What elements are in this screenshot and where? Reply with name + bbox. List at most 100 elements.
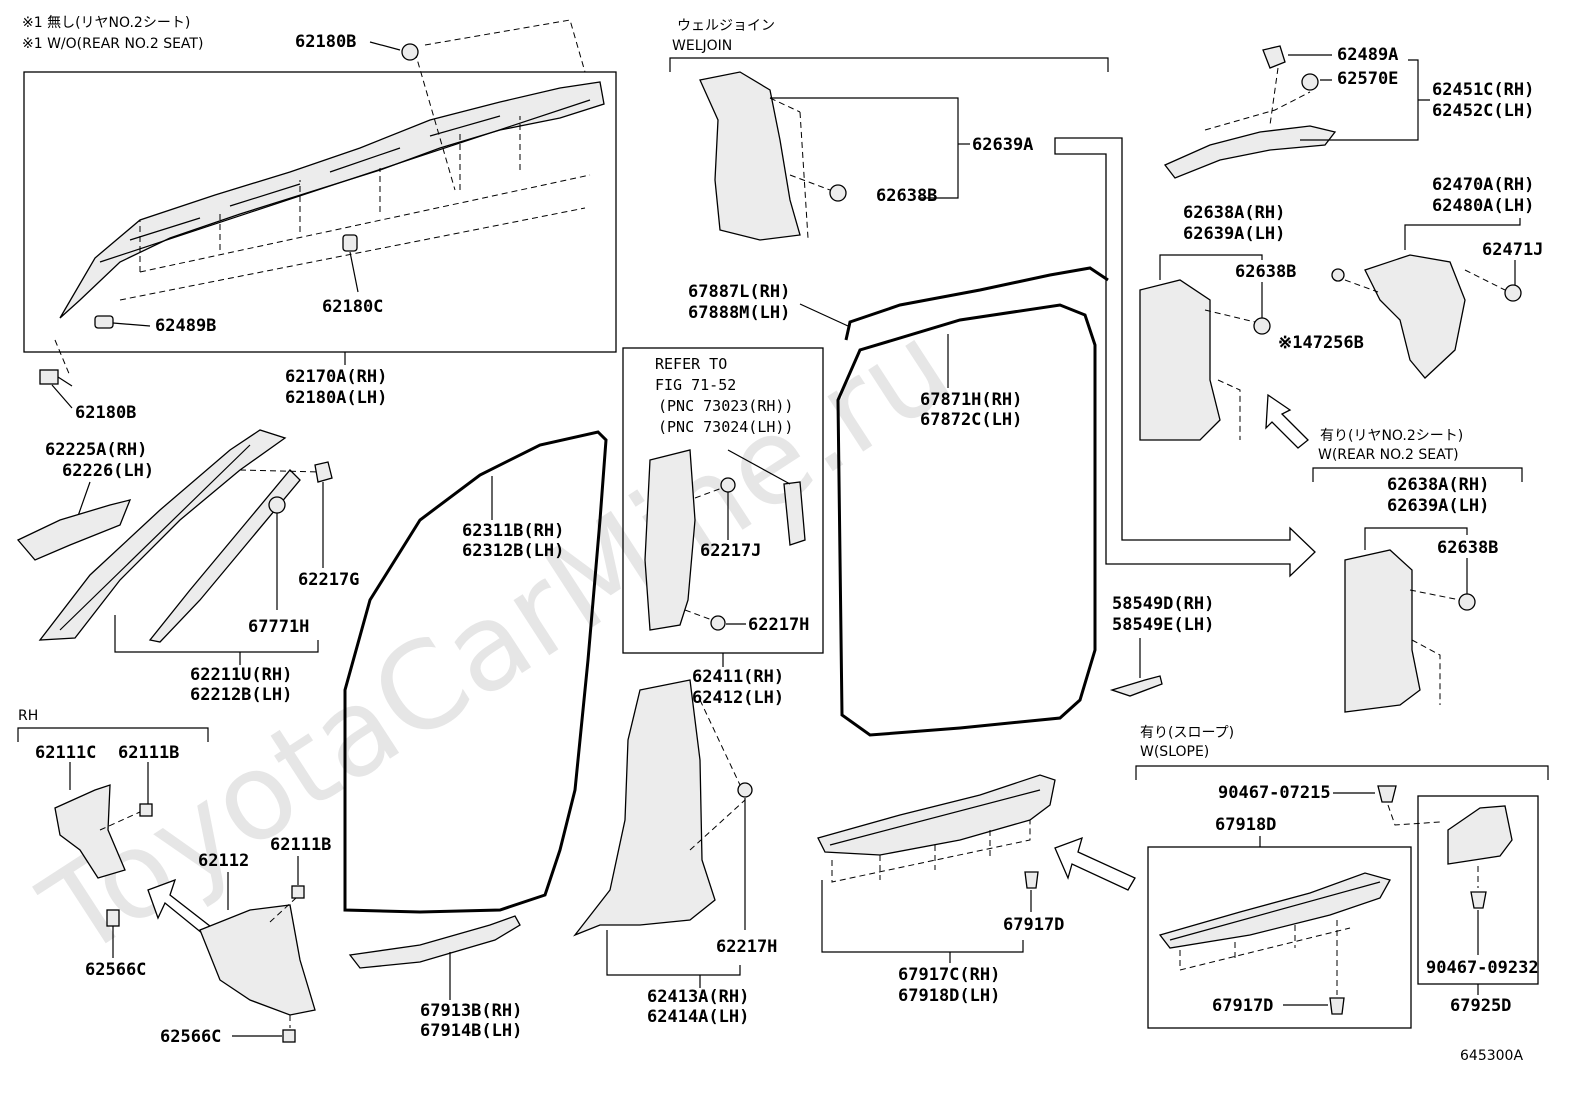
clip-62489B[interactable] (94, 315, 114, 329)
label-62639A-2[interactable]: 62639A(LH) (1387, 496, 1489, 516)
garnish-62451C[interactable] (1163, 125, 1337, 179)
label-62638B-1[interactable]: 62638B (1235, 262, 1296, 282)
label-62470A[interactable]: 62470A(RH) (1432, 175, 1534, 195)
quarter-pillar-garnish-1[interactable] (1139, 279, 1221, 441)
label-67872C[interactable]: 67872C(LH) (920, 410, 1022, 430)
label-62311B[interactable]: 62311B(RH) (462, 521, 564, 541)
label-62638A-1[interactable]: 62638A(RH) (1183, 203, 1285, 223)
cowl-side-trim-62111C[interactable] (54, 784, 126, 879)
label-58549D[interactable]: 58549D(RH) (1112, 594, 1214, 614)
center-pillar-upper-garnish[interactable] (699, 71, 801, 241)
curtain-airbag-part[interactable] (59, 81, 605, 319)
label-62639A-top[interactable]: 62639A (972, 135, 1033, 155)
clip-67771H[interactable] (268, 496, 286, 514)
label-67913B[interactable]: 67913B(RH) (420, 1001, 522, 1021)
label-62180A[interactable]: 62180A(LH) (285, 388, 387, 408)
label-67887L[interactable]: 67887L(RH) (688, 282, 790, 302)
label-67914B[interactable]: 67914B(LH) (420, 1021, 522, 1041)
label-62471J[interactable]: 62471J (1482, 240, 1543, 260)
label-62489A[interactable]: 62489A (1337, 45, 1398, 65)
label-62111B-a[interactable]: 62111B (118, 743, 179, 763)
label-62638B-2[interactable]: 62638B (1437, 538, 1498, 558)
label-62180C[interactable]: 62180C (322, 297, 383, 317)
label-90467-07215[interactable]: 90467-07215 (1218, 783, 1331, 803)
clip-62180C[interactable] (342, 234, 358, 252)
clip-62638B-top[interactable] (829, 184, 847, 202)
label-62452C[interactable]: 62452C(LH) (1432, 101, 1534, 121)
label-62217G[interactable]: 62217G (298, 570, 359, 590)
clip-62566C-a[interactable] (106, 909, 120, 927)
label-62217J[interactable]: 62217J (700, 541, 761, 561)
bracket-58549D[interactable] (1109, 675, 1163, 697)
label-67925D[interactable]: 67925D (1450, 996, 1511, 1016)
label-62112[interactable]: 62112 (198, 851, 249, 871)
label-67871H[interactable]: 67871H(RH) (920, 390, 1022, 410)
clip-90467-07215[interactable] (1377, 785, 1397, 803)
label-62111C[interactable]: 62111C (35, 743, 96, 763)
label-62413A[interactable]: 62413A(RH) (647, 987, 749, 1007)
label-62226[interactable]: 62226(LH) (62, 461, 154, 481)
label-147256B[interactable]: ※147256B (1278, 333, 1364, 353)
label-62180B-bottom[interactable]: 62180B (75, 403, 136, 423)
label-62180B-top[interactable]: 62180B (295, 32, 356, 52)
label-67888M[interactable]: 67888M(LH) (688, 303, 790, 323)
label-67917D-a[interactable]: 67917D (1003, 915, 1064, 935)
label-62412[interactable]: 62412(LH) (692, 688, 784, 708)
clip-62111B-a[interactable] (139, 803, 153, 817)
clip-67917D-b[interactable] (1329, 997, 1345, 1015)
clip-62570E[interactable] (1301, 73, 1319, 91)
label-62212B[interactable]: 62212B(LH) (190, 685, 292, 705)
cover-67925D[interactable] (1447, 805, 1513, 865)
label-62211U[interactable]: 62211U(RH) (190, 665, 292, 685)
step-plate-67918D[interactable] (1158, 872, 1391, 949)
clip-147256B[interactable] (1331, 268, 1345, 282)
label-58549E[interactable]: 58549E(LH) (1112, 615, 1214, 635)
label-67917C[interactable]: 67917C(RH) (898, 965, 1000, 985)
cowl-side-trim-62112[interactable] (199, 904, 316, 1016)
clip-62111B-b[interactable] (291, 885, 305, 899)
label-90467-09232[interactable]: 90467-09232 (1426, 958, 1539, 978)
label-62638B-top[interactable]: 62638B (876, 186, 937, 206)
label-62225A[interactable]: 62225A(RH) (45, 440, 147, 460)
garnish-62225A[interactable] (16, 499, 132, 561)
clip-62180B-top[interactable] (401, 43, 419, 61)
center-pillar-lower-garnish-ref[interactable] (644, 449, 696, 631)
a-pillar-garnish-62211U[interactable] (38, 429, 287, 641)
clip-62489A[interactable] (1262, 45, 1286, 69)
label-62639A-1[interactable]: 62639A(LH) (1183, 224, 1285, 244)
label-62566C-b[interactable]: 62566C (160, 1027, 221, 1047)
label-62638A-2[interactable]: 62638A(RH) (1387, 475, 1489, 495)
scuff-plate-67917C[interactable] (817, 774, 1056, 856)
clip-62217G[interactable] (314, 461, 333, 483)
quarter-trim-62470A[interactable] (1364, 254, 1466, 379)
label-62111B-b[interactable]: 62111B (270, 835, 331, 855)
label-62217H-b[interactable]: 62217H (716, 937, 777, 957)
clip-62217H-b[interactable] (737, 782, 753, 798)
label-62217H-a[interactable]: 62217H (748, 615, 809, 635)
label-62489B[interactable]: 62489B (155, 316, 216, 336)
scuff-plate-67913B[interactable] (348, 915, 521, 969)
switch-bezel-ref[interactable] (783, 481, 806, 546)
label-62411[interactable]: 62411(RH) (692, 667, 784, 687)
label-62312B[interactable]: 62312B(LH) (462, 541, 564, 561)
center-pillar-lower-garnish-62413A[interactable] (573, 679, 716, 937)
clip-62217J[interactable] (720, 477, 736, 493)
label-62451C[interactable]: 62451C(RH) (1432, 80, 1534, 100)
clip-62638B-1[interactable] (1253, 317, 1271, 335)
clip-90467-09232[interactable] (1470, 891, 1487, 909)
bolt-62180B-bottom[interactable] (39, 369, 73, 387)
label-62480A[interactable]: 62480A(LH) (1432, 196, 1534, 216)
label-62570E[interactable]: 62570E (1337, 69, 1398, 89)
a-pillar-inner-part[interactable] (148, 469, 301, 643)
door-opening-trim-62311B[interactable] (343, 430, 608, 914)
clip-62566C-b[interactable] (282, 1029, 296, 1043)
label-62170A[interactable]: 62170A(RH) (285, 367, 387, 387)
label-62414A[interactable]: 62414A(LH) (647, 1007, 749, 1027)
clip-62217H-a[interactable] (710, 615, 726, 631)
clip-62638B-2[interactable] (1458, 593, 1476, 611)
roof-side-weatherstrip[interactable] (844, 266, 1109, 341)
door-weatherstrip-67871H[interactable] (836, 303, 1097, 737)
label-67771H[interactable]: 67771H (248, 617, 309, 637)
label-67917D-b[interactable]: 67917D (1212, 996, 1273, 1016)
clip-67917D-a[interactable] (1024, 871, 1039, 889)
